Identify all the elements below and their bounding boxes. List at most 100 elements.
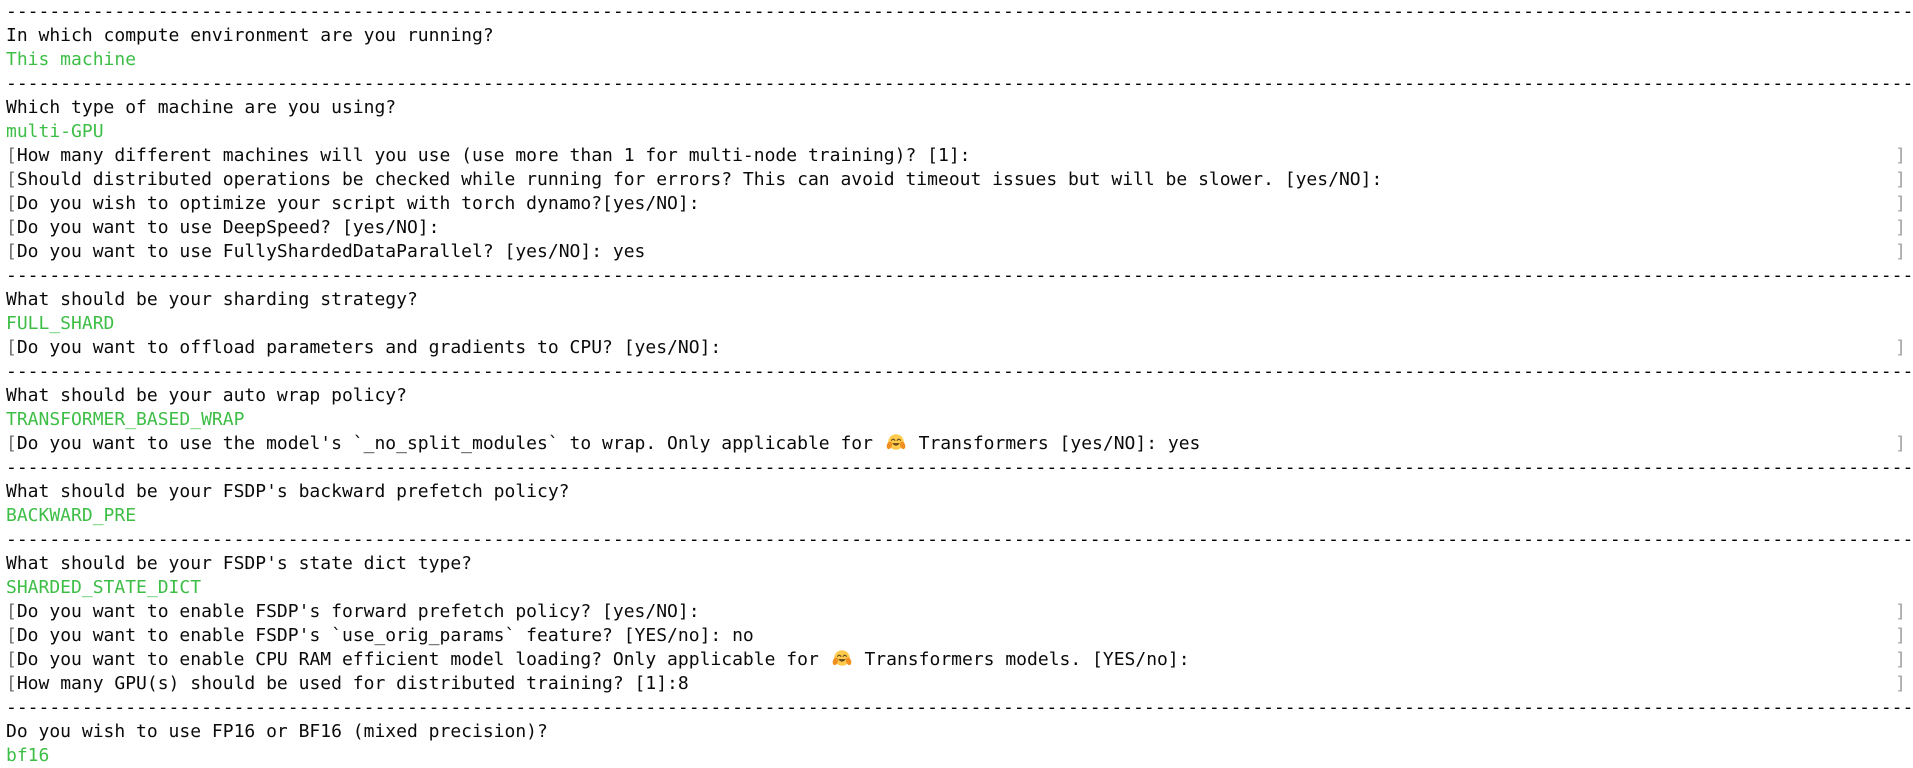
left-bracket: [ [6,649,17,670]
selected-answer-text: bf16 [0,744,1913,768]
left-bracket: [ [6,673,17,694]
question-text: Which type of machine are you using? [6,97,397,118]
input-prompt-line[interactable]: [Should distributed operations be checke… [0,168,1913,192]
separator-line: ----------------------------------------… [0,0,1913,24]
prompt-text-part: Transformers models. [YES/no]: [853,649,1190,670]
prompt-text-part: Should distributed operations be checked… [16,169,1383,190]
question-text: What should be your sharding strategy? [6,289,418,310]
left-bracket: [ [6,337,17,358]
selected-answer-text: TRANSFORMER_BASED_WRAP [0,408,1913,432]
question-line: What should be your auto wrap policy? [0,384,1913,408]
right-bracket: ] [1895,193,1906,214]
right-bracket: ] [1895,337,1906,358]
input-prompt-line[interactable]: [Do you want to enable FSDP's forward pr… [0,600,1913,624]
answer-text: This machine [6,49,137,70]
prompt-text-part: Do you want to offload parameters and gr… [16,337,722,358]
question-line: What should be your sharding strategy? [0,288,1913,312]
right-bracket: ] [1895,241,1906,262]
input-prompt-line[interactable]: [Do you wish to optimize your script wit… [0,192,1913,216]
prompt-text-part: Transformers [yes/NO]: yes [907,433,1201,454]
question-text: What should be your FSDP's backward pref… [6,481,570,502]
right-bracket: ] [1895,649,1906,670]
prompt-text-part: Do you want to enable CPU RAM efficient … [16,649,830,670]
separator-dashes: ----------------------------------------… [6,1,1913,22]
left-bracket: [ [6,241,17,262]
question-text: What should be your auto wrap policy? [6,385,407,406]
hugging-face-emoji [832,650,851,666]
separator-line: ----------------------------------------… [0,264,1913,288]
right-bracket: ] [1895,145,1906,166]
input-prompt-line[interactable]: [Do you want to enable FSDP's `use_orig_… [0,624,1913,648]
left-bracket: [ [6,601,17,622]
prompt-text: Do you want to enable FSDP's forward pre… [17,600,700,624]
prompt-text: How many GPU(s) should be used for distr… [17,672,689,696]
separator-line: ----------------------------------------… [0,72,1913,96]
right-bracket: ] [1895,601,1906,622]
prompt-text: Should distributed operations be checked… [17,168,1382,192]
prompt-text: Do you want to offload parameters and gr… [17,336,721,360]
selected-answer-text: FULL_SHARD [0,312,1913,336]
prompt-text-part: Do you want to enable FSDP's forward pre… [16,601,700,622]
input-prompt-line[interactable]: [Do you want to enable CPU RAM efficient… [0,648,1913,672]
input-prompt-line[interactable]: [Do you want to use the model's `_no_spl… [0,432,1913,456]
left-bracket: [ [6,169,17,190]
prompt-text: How many different machines will you use… [17,144,971,168]
selected-answer-text: BACKWARD_PRE [0,504,1913,528]
prompt-text: Do you want to use the model's `_no_spli… [17,432,1201,456]
question-line: Do you wish to use FP16 or BF16 (mixed p… [0,720,1913,744]
selected-answer-text: multi-GPU [0,120,1913,144]
separator-line: ----------------------------------------… [0,360,1913,384]
prompt-text: Do you want to enable FSDP's `use_orig_p… [17,624,754,648]
prompt-text-part: Do you want to use DeepSpeed? [yes/NO]: [16,217,440,238]
prompt-text-part: Do you wish to optimize your script with… [16,193,700,214]
answer-text: TRANSFORMER_BASED_WRAP [6,409,245,430]
right-bracket: ] [1895,625,1906,646]
question-text: Do you wish to use FP16 or BF16 (mixed p… [6,721,548,742]
separator-dashes: ----------------------------------------… [6,457,1913,478]
separator-line: ----------------------------------------… [0,696,1913,720]
answer-text: bf16 [6,745,50,766]
left-bracket: [ [6,433,17,454]
question-line: In which compute environment are you run… [0,24,1913,48]
separator-dashes: ----------------------------------------… [6,697,1913,718]
prompt-text-part: Do you want to enable FSDP's `use_orig_p… [16,625,754,646]
separator-dashes: ----------------------------------------… [6,73,1913,94]
separator-dashes: ----------------------------------------… [6,529,1913,550]
answer-text: FULL_SHARD [6,313,115,334]
input-prompt-line[interactable]: [How many GPU(s) should be used for dist… [0,672,1913,696]
left-bracket: [ [6,193,17,214]
right-bracket: ] [1895,673,1906,694]
prompt-text-part: How many different machines will you use… [16,145,971,166]
right-bracket: ] [1895,433,1906,454]
prompt-text: Do you wish to optimize your script with… [17,192,700,216]
answer-text: BACKWARD_PRE [6,505,137,526]
input-prompt-line[interactable]: [Do you want to use FullyShardedDataPara… [0,240,1913,264]
selected-answer-text: This machine [0,48,1913,72]
prompt-text-part: How many GPU(s) should be used for distr… [16,673,689,694]
question-line: Which type of machine are you using? [0,96,1913,120]
right-bracket: ] [1895,217,1906,238]
answer-text: multi-GPU [6,121,104,142]
prompt-text: Do you want to use FullyShardedDataParal… [17,240,646,264]
prompt-text-part: Do you want to use FullyShardedDataParal… [16,241,646,262]
prompt-text-part: Do you want to use the model's `_no_spli… [16,433,884,454]
left-bracket: [ [6,625,17,646]
prompt-text: Do you want to enable CPU RAM efficient … [17,648,1190,672]
question-text: In which compute environment are you run… [6,25,494,46]
separator-line: ----------------------------------------… [0,456,1913,480]
question-line: What should be your FSDP's state dict ty… [0,552,1913,576]
separator-dashes: ----------------------------------------… [6,265,1913,286]
input-prompt-line[interactable]: [Do you want to use DeepSpeed? [yes/NO]:… [0,216,1913,240]
right-bracket: ] [1895,169,1906,190]
separator-dashes: ----------------------------------------… [6,361,1913,382]
left-bracket: [ [6,217,17,238]
answer-text: SHARDED_STATE_DICT [6,577,202,598]
selected-answer-text: SHARDED_STATE_DICT [0,576,1913,600]
question-line: What should be your FSDP's backward pref… [0,480,1913,504]
input-prompt-line[interactable]: [Do you want to offload parameters and g… [0,336,1913,360]
left-bracket: [ [6,145,17,166]
question-text: What should be your FSDP's state dict ty… [6,553,472,574]
prompt-text: Do you want to use DeepSpeed? [yes/NO]: [17,216,440,240]
input-prompt-line[interactable]: [How many different machines will you us… [0,144,1913,168]
